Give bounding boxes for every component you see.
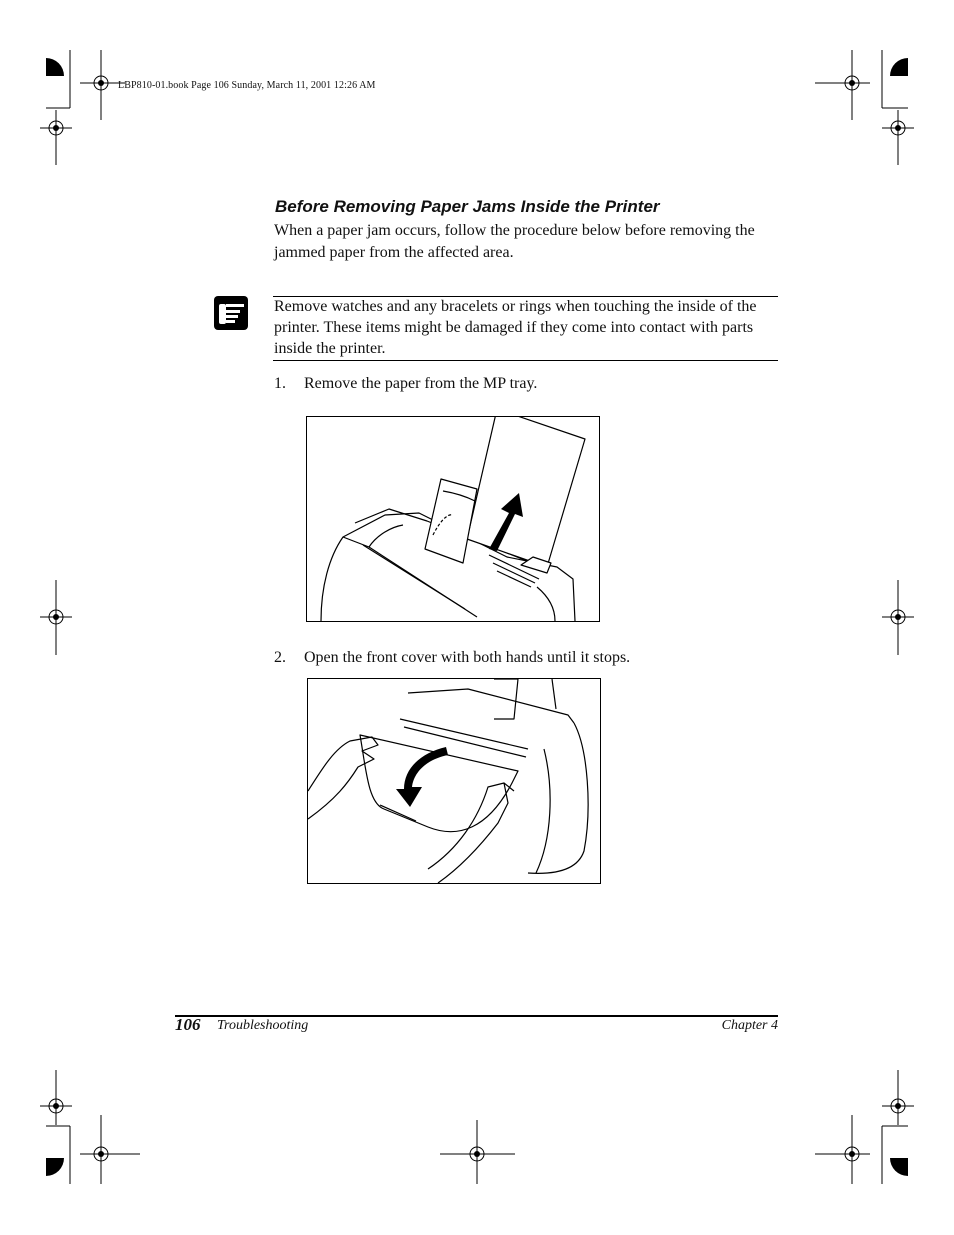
step-2: 2. Open the front cover with both hands u… [274, 648, 630, 668]
footer-section-name: Troubleshooting [217, 1018, 309, 1033]
printer-remove-paper-illustration [306, 416, 600, 622]
pointing-hand-note-icon [214, 296, 248, 330]
step-number: 2. [274, 649, 286, 666]
note-text: Remove watches and any bracelets or ring… [274, 298, 757, 357]
step-1: 1. Remove the paper from the MP tray. [274, 374, 537, 394]
footer-chapter: Chapter 4 [721, 1018, 778, 1033]
note-bottom-rule [273, 360, 778, 361]
printer-open-cover-illustration [307, 678, 601, 884]
step-number: 1. [274, 375, 286, 392]
header-stamp: LBP810-01.book Page 106 Sunday, March 11… [118, 80, 376, 91]
page-number: 106 [175, 1015, 201, 1034]
step-text: Open the front cover with both hands unt… [304, 649, 631, 666]
footer-rule [175, 1015, 778, 1017]
section-title: Before Removing Paper Jams Inside the Pr… [275, 197, 660, 216]
intro-paragraph: When a paper jam occurs, follow the proc… [274, 222, 755, 261]
note-top-rule [273, 296, 778, 297]
step-text: Remove the paper from the MP tray. [304, 375, 538, 392]
